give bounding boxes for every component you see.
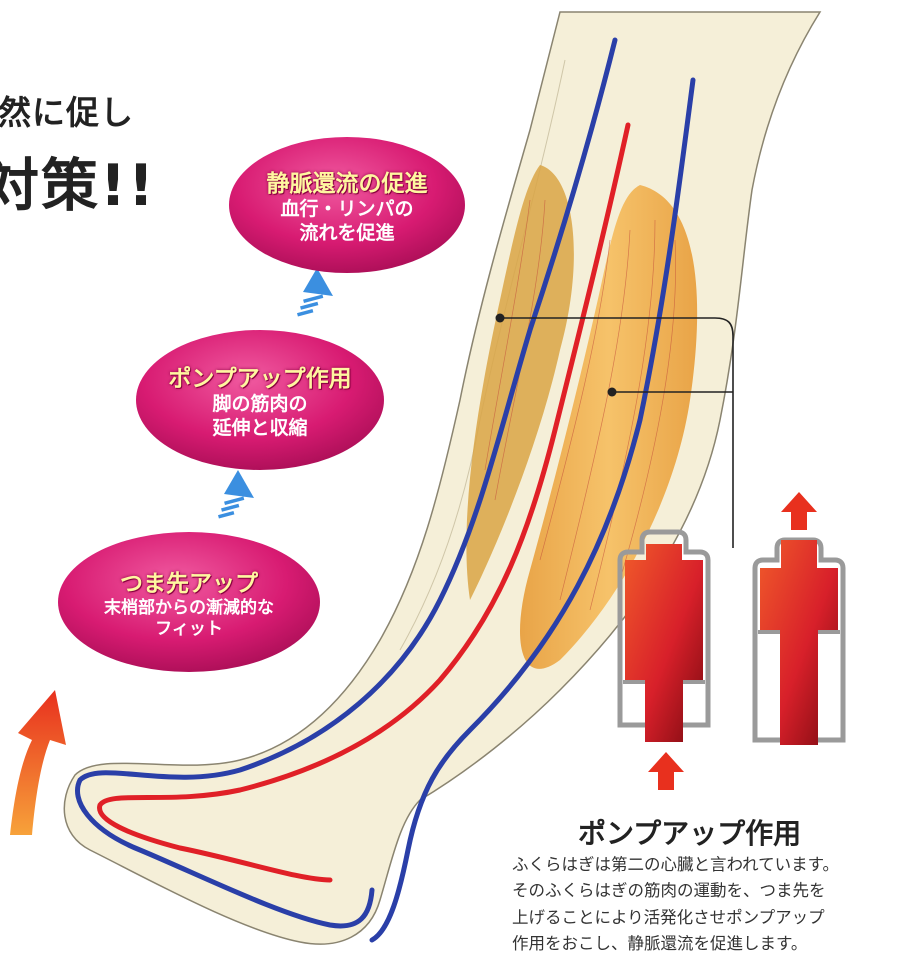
heading-line1: 然に促し — [0, 93, 134, 132]
bubble-pump-up: ポンプアップ作用 脚の筋肉の 延伸と収縮 — [135, 330, 385, 470]
curved-arrow-icon — [10, 690, 66, 835]
description-line: 作用をおこし、静脈還流を促進します。 — [512, 934, 808, 954]
bubble-desc: 延伸と収縮 — [212, 417, 308, 439]
bubble-title: 静脈還流の促進 — [266, 171, 428, 198]
bubble-venous-return: 静脈還流の促進 血行・リンパの 流れを促進 — [228, 136, 466, 274]
bubble-toe-up: つま先アップ 末梢部からの漸減的な フィット — [58, 532, 320, 672]
arrow-up-icon — [297, 268, 333, 317]
bubble-bg — [229, 137, 465, 273]
bubble-desc: 血行・リンパの — [280, 198, 414, 221]
bubble-desc: 流れを促進 — [299, 222, 395, 244]
bubble-desc: フィット — [155, 619, 223, 639]
arrow-up-icon — [218, 470, 254, 519]
calf-muscle-outer — [520, 185, 698, 669]
heading-line2: 対策!! — [0, 153, 156, 219]
bubble-desc: 脚の筋肉の — [212, 393, 308, 416]
pump-description: ふくらはぎは第二の心臓と言われています。 そのふくらはぎの筋肉の運動を、つま先を… — [512, 852, 903, 958]
bubble-title: ポンプアップ作用 — [168, 366, 352, 393]
description-line: ふくらはぎは第二の心臓と言われています。 — [512, 855, 840, 874]
vein-right — [369, 77, 696, 943]
artery — [97, 122, 631, 883]
bubble-title: つま先アップ — [120, 570, 258, 597]
bubble-bg — [58, 532, 320, 672]
description-line: そのふくらはぎの筋肉の運動を、つま先を — [512, 881, 826, 901]
bubble-desc: 末梢部からの漸減的な — [104, 597, 274, 618]
pump-title: ポンプアップ作用 — [578, 817, 802, 850]
vein-left — [75, 37, 618, 929]
arrow-up-icon — [648, 752, 684, 790]
pump-cylinder-compressed — [617, 529, 711, 742]
bubble-bg — [136, 330, 384, 470]
description-line: 上げることにより活発化させポンプアップ — [512, 907, 825, 927]
arrow-up-icon — [781, 492, 817, 530]
pump-cylinder-extended — [752, 537, 846, 745]
